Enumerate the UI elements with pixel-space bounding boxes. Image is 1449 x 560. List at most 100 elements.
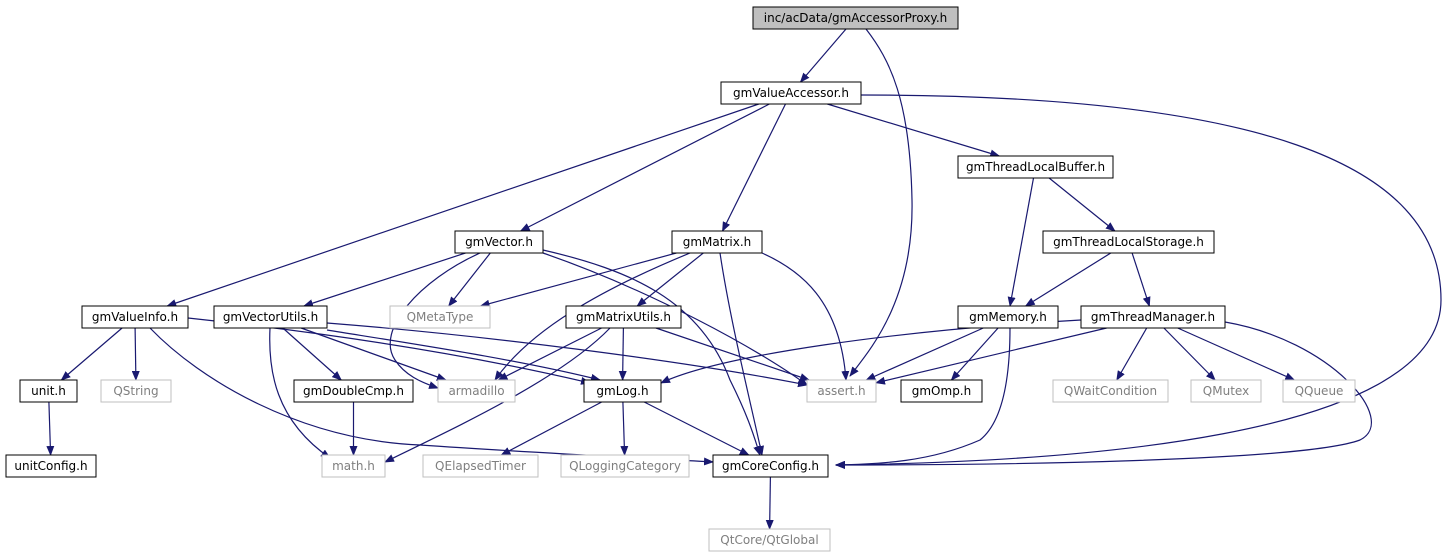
node-label: gmLog.h (596, 384, 648, 398)
node-box (293, 379, 414, 403)
node-gmThreadLocalBuffer[interactable]: gmThreadLocalBuffer.h (957, 155, 1114, 179)
edge-gmVector-to-gmVectorUtils (303, 252, 466, 307)
node-box (213, 305, 328, 329)
edge-gmValueAccessor-to-gmMatrix (721, 103, 787, 232)
node-label: gmThreadLocalBuffer.h (966, 160, 1105, 174)
edge-gmVector-to-assert (542, 252, 808, 386)
node-box (81, 305, 189, 329)
node-label: gmThreadManager.h (1091, 310, 1215, 324)
node-QMutex: QMutex (1190, 379, 1262, 403)
node-gmDoubleCmp[interactable]: gmDoubleCmp.h (293, 379, 414, 403)
edge-gmMatrixUtils-to-assert (655, 327, 811, 381)
edge-gmValueAccessor-to-gmVector (519, 103, 770, 232)
node-gmCoreConfig[interactable]: gmCoreConfig.h (712, 454, 829, 478)
node-QString: QString (100, 379, 172, 403)
edge-unit-to-unitConfig (46, 401, 55, 456)
node-QLoggingCategory: QLoggingCategory (560, 454, 690, 478)
node-gmMemory[interactable]: gmMemory.h (957, 305, 1059, 329)
node-gmMatrix[interactable]: gmMatrix.h (671, 230, 763, 254)
node-QQueue: QQueue (1282, 379, 1356, 403)
node-label: gmVectorUtils.h (223, 310, 318, 324)
edge-gmThreadManager-to-QQueue (1177, 327, 1296, 381)
node-box (437, 379, 516, 403)
edge-gmMemory-to-gmCoreConfig (835, 327, 1011, 469)
edge-gmThreadManager-to-QWaitCondition (1116, 327, 1148, 381)
node-label: QMetaType (407, 310, 474, 324)
edge-gmVectorUtils-to-math (269, 327, 331, 459)
node-label: QElapsedTimer (435, 459, 526, 473)
node-box (957, 305, 1059, 329)
edge-gmMemory-to-gmOmp (950, 327, 999, 381)
edge-gmThreadLocalBuffer-to-gmMemory (1007, 177, 1035, 307)
node-box (752, 6, 959, 30)
node-QtGlobal: QtCore/QtGlobal (708, 528, 831, 552)
edge-gmLog-to-gmCoreConfig (643, 401, 750, 456)
node-label: armadillo (448, 384, 504, 398)
edge-gmVector-to-gmCoreConfig (542, 249, 761, 456)
edge-gmVectorUtils-to-gmDoubleCmp (282, 327, 342, 381)
node-box (1052, 379, 1169, 403)
node-unitConfig[interactable]: unitConfig.h (5, 454, 97, 478)
edge-gmValueInfo-to-unit (60, 327, 123, 381)
node-box (560, 454, 690, 478)
node-label: QMutex (1203, 384, 1249, 398)
node-label: unitConfig.h (14, 459, 87, 473)
node-box (454, 230, 544, 254)
node-label: gmOmp.h (912, 384, 971, 398)
node-box (671, 230, 763, 254)
node-label: inc/acData/gmAccessorProxy.h (764, 11, 947, 25)
node-gmLog[interactable]: gmLog.h (583, 379, 662, 403)
edge-gmCoreConfig-to-QtGlobal (765, 476, 774, 530)
edge-gmVectorUtils-to-assert (326, 322, 808, 388)
node-math: math.h (321, 454, 386, 478)
edge-gmMatrixUtils-to-armadillo (497, 327, 602, 381)
node-box (5, 454, 97, 478)
node-box (321, 454, 386, 478)
edge-gmMemory-to-assert (865, 327, 984, 381)
node-QMetaType: QMetaType (389, 305, 491, 329)
node-box (720, 81, 862, 105)
node-unit[interactable]: unit.h (19, 379, 78, 403)
node-box (1042, 230, 1215, 254)
edge-gmVector-to-armadillo (389, 252, 481, 389)
node-label: gmDoubleCmp.h (303, 384, 404, 398)
edge-gmVectorUtils-to-armadillo (300, 327, 447, 381)
node-gmValueInfo[interactable]: gmValueInfo.h (81, 305, 189, 329)
node-gmMatrixUtils[interactable]: gmMatrixUtils.h (565, 305, 682, 329)
node-armadillo: armadillo (437, 379, 516, 403)
node-label: gmMatrixUtils.h (576, 310, 671, 324)
node-box (583, 379, 662, 403)
edge-gmVector-to-QMetaType (448, 252, 491, 307)
edge-gmValueInfo-to-QString (131, 327, 140, 381)
node-label: gmMatrix.h (683, 235, 752, 249)
node-root[interactable]: inc/acData/gmAccessorProxy.h (752, 6, 959, 30)
edge-root-to-gmValueAccessor (799, 28, 847, 83)
node-box (712, 454, 829, 478)
node-label: gmValueInfo.h (92, 310, 178, 324)
node-box (1080, 305, 1226, 329)
node-box (1282, 379, 1356, 403)
node-label: gmValueAccessor.h (733, 86, 849, 100)
node-box (19, 379, 78, 403)
edge-layer (46, 28, 1442, 530)
node-gmVectorUtils[interactable]: gmVectorUtils.h (213, 305, 328, 329)
node-box (422, 454, 539, 478)
node-gmThreadLocalStorage[interactable]: gmThreadLocalStorage.h (1042, 230, 1215, 254)
node-label: gmVector.h (465, 235, 533, 249)
node-label: QWaitCondition (1064, 384, 1157, 398)
node-box (900, 379, 983, 403)
node-gmThreadManager[interactable]: gmThreadManager.h (1080, 305, 1226, 329)
edge-gmLog-to-QElapsedTimer (500, 401, 602, 456)
node-gmOmp[interactable]: gmOmp.h (900, 379, 983, 403)
edge-gmValueAccessor-to-gmCoreConfig (835, 94, 1442, 469)
edge-gmValueAccessor-to-gmValueInfo (166, 103, 759, 307)
node-box (957, 155, 1114, 179)
node-box (1190, 379, 1262, 403)
edge-gmThreadManager-to-QMutex (1163, 327, 1216, 381)
node-gmValueAccessor[interactable]: gmValueAccessor.h (720, 81, 862, 105)
node-label: gmMemory.h (969, 310, 1047, 324)
node-label: QLoggingCategory (569, 459, 681, 473)
node-gmVector[interactable]: gmVector.h (454, 230, 544, 254)
edge-gmValueAccessor-to-gmThreadLocalBuffer (827, 103, 1001, 158)
